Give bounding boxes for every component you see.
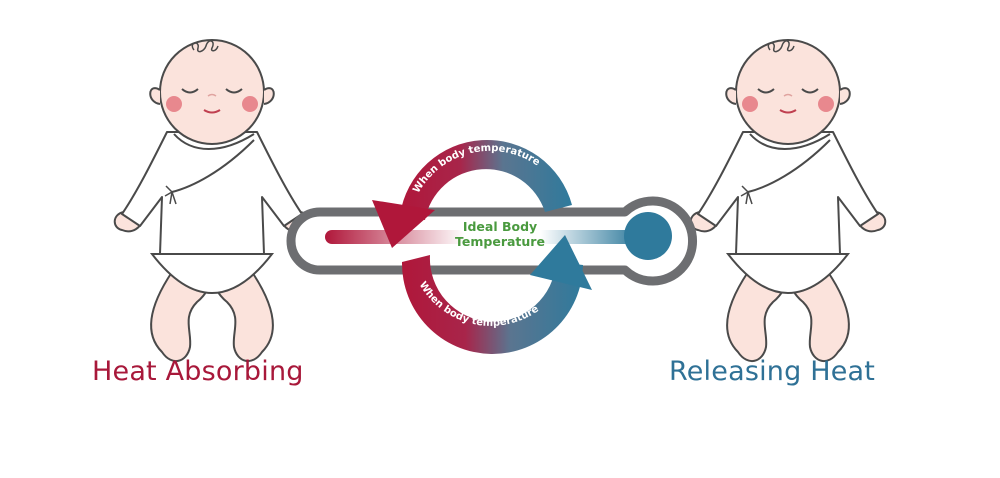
right-baby-illustration xyxy=(689,39,887,363)
sleeping-baby-icon xyxy=(113,39,311,363)
left-baby-illustration xyxy=(113,39,311,363)
sleeping-baby-icon xyxy=(689,39,887,363)
top-arrow-band xyxy=(400,139,572,220)
bottom-arrow-band xyxy=(401,255,583,354)
ideal-body-temperature-label: Ideal Body Temperature xyxy=(420,219,580,249)
thermometer-bulb xyxy=(624,212,672,260)
releasing-heat-caption: Releasing Heat xyxy=(669,356,876,387)
center-label-line1: Ideal Body xyxy=(462,219,538,234)
heat-absorbing-caption: Heat Absorbing xyxy=(92,356,304,387)
top-arrow-head xyxy=(372,200,435,248)
center-label-line2: Temperature xyxy=(455,234,545,249)
bottom-arrow-head xyxy=(530,235,592,290)
